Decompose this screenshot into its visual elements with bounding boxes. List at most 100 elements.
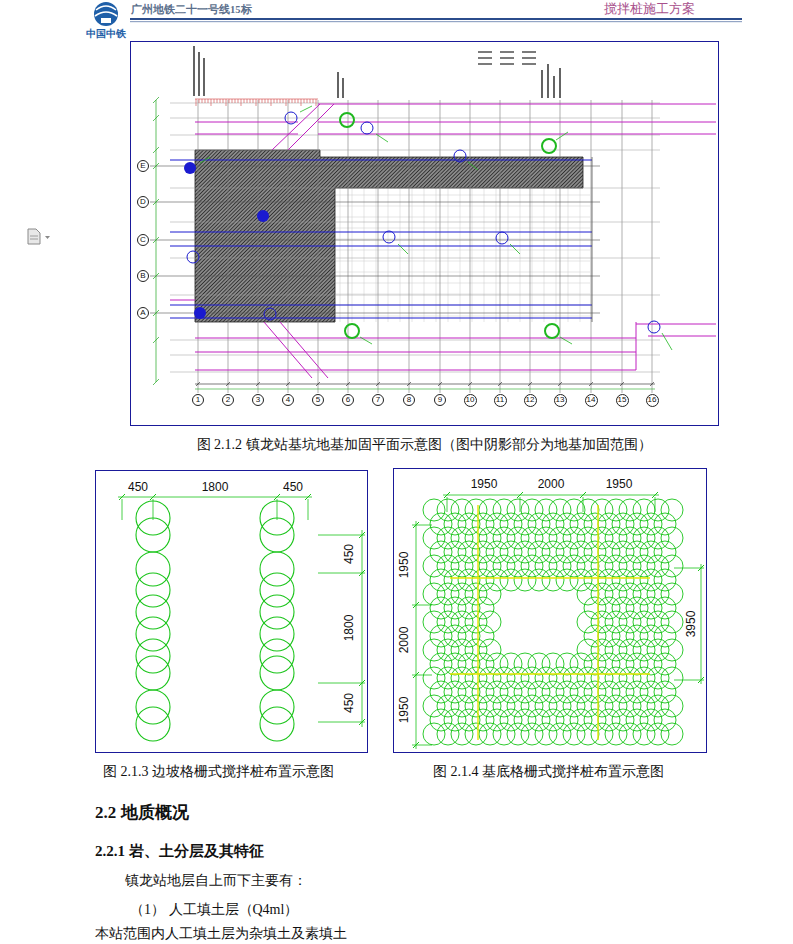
pile-circle (451, 499, 473, 521)
annotation-stroke (500, 63, 514, 64)
pile-circle (584, 653, 606, 675)
pile-circle (500, 681, 522, 703)
pile-circle (507, 527, 529, 549)
axis-label: 12 (526, 396, 535, 404)
dimension-tick (196, 382, 200, 386)
pile-circle (626, 625, 648, 647)
pile-circle (633, 527, 655, 549)
pile-circle (437, 555, 459, 577)
grid-line (412, 188, 413, 322)
pile-circle (535, 555, 557, 577)
pile-circle (465, 527, 487, 549)
dimension-tick (226, 382, 230, 386)
boundary-line (272, 104, 320, 150)
pile-circle (626, 513, 648, 535)
figure-caption: 图 2.1.3 边坡格栅式搅拌桩布置示意图 (103, 764, 334, 780)
logo-arc (96, 6, 116, 10)
pile-circle (472, 569, 494, 591)
axis-bubble: A (137, 307, 149, 319)
monitor-point (285, 112, 297, 124)
annotation-stroke (193, 46, 194, 96)
pile-circle (549, 695, 571, 717)
pile-circle (661, 667, 683, 689)
ruler-tick (220, 99, 221, 103)
grid-line (170, 103, 660, 104)
pile-circle (570, 569, 592, 591)
pile-circle (556, 569, 578, 591)
pile-circle (444, 513, 466, 535)
ruler-tick (265, 99, 266, 103)
pile-circle (556, 653, 578, 675)
pile-circle (136, 595, 170, 629)
pile-circle (500, 513, 522, 535)
ruler-tick (241, 99, 242, 106)
pile-circle (598, 653, 620, 675)
structure-line (170, 318, 592, 319)
pile-circle (577, 527, 599, 549)
pile-circle (465, 695, 487, 717)
pile-circle (570, 513, 592, 535)
pile-circle (654, 597, 676, 619)
pile-circle (647, 667, 669, 689)
pile-circle (521, 723, 543, 745)
axis-bubble: 4 (282, 394, 294, 406)
pile-circle (521, 695, 543, 717)
pile-circle (542, 569, 564, 591)
pile-circle (458, 569, 480, 591)
pile-circle (451, 723, 473, 745)
pile-circle (472, 597, 494, 619)
dimension-tick (558, 382, 562, 386)
pile-circle (458, 597, 480, 619)
pile-circle (577, 555, 599, 577)
pile-circle (437, 499, 459, 521)
axis-bubble: 1 (192, 394, 204, 406)
pile-circle (563, 667, 585, 689)
pile-circle (570, 541, 592, 563)
pile-circle (654, 681, 676, 703)
structure-line (170, 305, 592, 306)
pile-circle (486, 681, 508, 703)
grid-line (335, 283, 590, 284)
pile-circle (626, 541, 648, 563)
pile-circle (479, 555, 501, 577)
pile-circle (472, 653, 494, 675)
pile-circle (472, 709, 494, 731)
pile-circle (458, 541, 480, 563)
figure-frame (96, 471, 368, 753)
pile-circle (260, 595, 294, 629)
pile-circle (486, 653, 508, 675)
pile-circle (136, 573, 170, 607)
extension-line (583, 497, 584, 512)
ruler-tick (211, 99, 212, 106)
dimension-tick (153, 310, 159, 316)
pile-circle (514, 513, 536, 535)
pile-circle (605, 555, 627, 577)
dimension-tick (620, 382, 624, 386)
pile-circle (577, 499, 599, 521)
pile-circle (493, 555, 515, 577)
axis-line (450, 673, 650, 674)
dimension-line (701, 564, 702, 684)
pile-circle (570, 709, 592, 731)
pile-circle (260, 518, 294, 552)
grid-line (376, 188, 377, 322)
dimension-line (195, 384, 655, 385)
annotation-stroke (337, 72, 338, 98)
dimension-tick (286, 382, 290, 386)
ruler-tick (244, 99, 245, 103)
pile-circle (661, 723, 683, 745)
dimension-tick (153, 237, 159, 243)
extension-line (447, 497, 448, 512)
pile-circle (563, 695, 585, 717)
dimension-label: 1800 (202, 481, 229, 495)
pile-circle (633, 611, 655, 633)
extension-line (318, 573, 365, 574)
pile-circle (451, 611, 473, 633)
axis-bubble: 15 (616, 394, 629, 407)
pile-circle (563, 723, 585, 745)
grid-line (335, 206, 590, 207)
dimension-line (195, 389, 655, 390)
axis-bubble: 7 (372, 394, 384, 406)
pile-circle (472, 681, 494, 703)
boundary-line (264, 322, 312, 378)
